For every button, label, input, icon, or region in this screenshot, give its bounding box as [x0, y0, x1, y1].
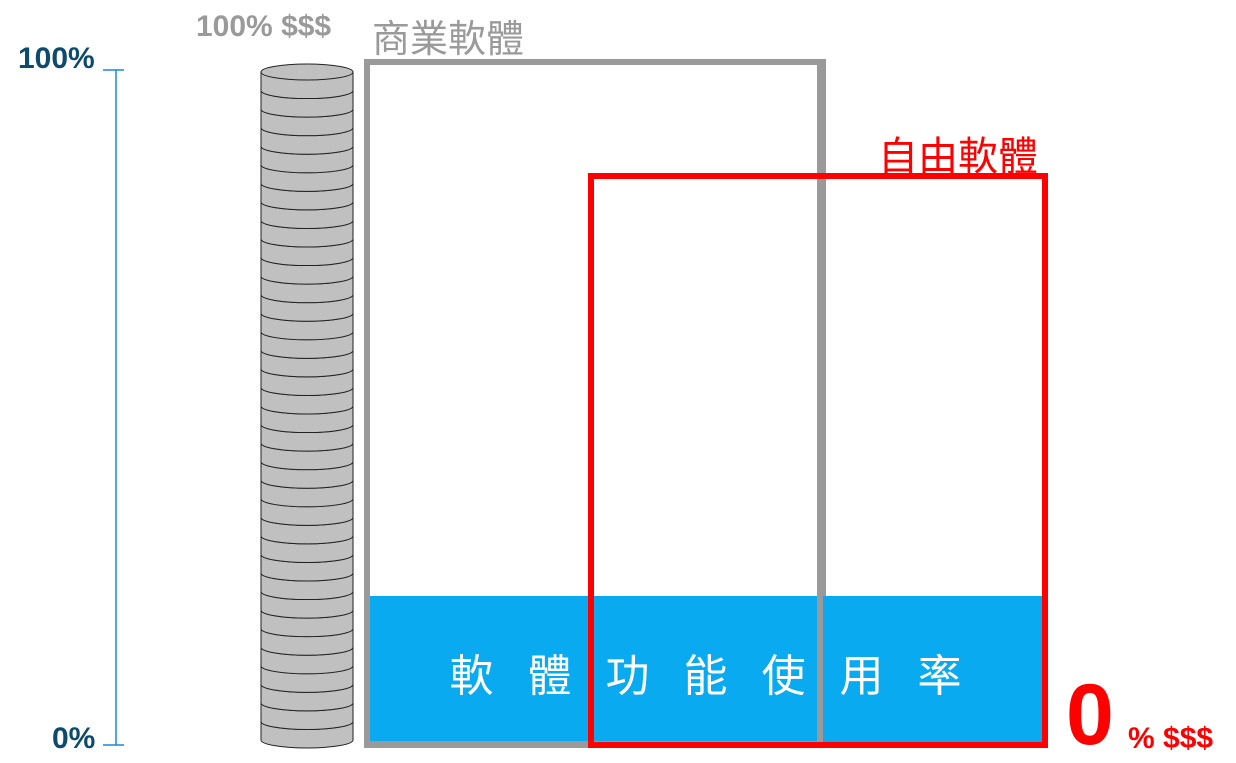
free-price-suffix: % $$$ [1128, 722, 1214, 755]
coin-stack-icon [260, 63, 354, 749]
free-software-box [588, 173, 1048, 748]
coin [260, 63, 354, 100]
commercial-software-label: 商業軟體 [372, 17, 525, 61]
commercial-price-label: 100% $$$ [196, 10, 332, 43]
free-software-label: 自由軟體 [878, 134, 1038, 180]
usage-band [367, 596, 1044, 744]
usage-band-label: 軟體功能使用率 [449, 651, 996, 702]
axis-label-top: 100% [18, 42, 95, 75]
vertical-axis [103, 69, 124, 746]
axis-label-bottom: 0% [52, 722, 96, 755]
free-price-value: 0 [1066, 667, 1114, 763]
